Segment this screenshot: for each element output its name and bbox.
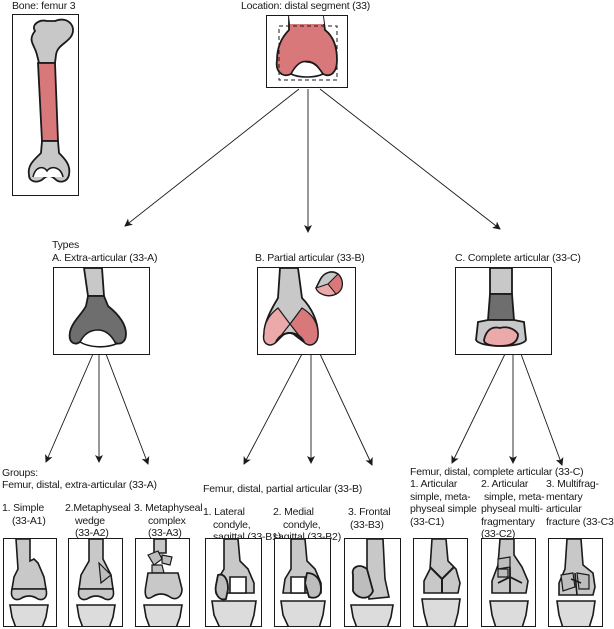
arrow-to-type-c (319, 88, 501, 230)
metaphyseal-wedge-icon (76, 539, 116, 626)
distal-femur-icon (275, 16, 338, 81)
articular-simple-metaphyseal-multifragmentary-icon (489, 539, 529, 626)
type-c-panel[interactable] (455, 267, 552, 355)
type-c-label: C. Complete articular (33-C) (455, 252, 581, 264)
group-b3-label: 3. Frontal (33-B3) (348, 506, 391, 531)
group-a2-label: 2.Metaphyseal wedge (33-A2) (65, 502, 131, 539)
simple-fracture-icon (9, 539, 49, 626)
a3-panel[interactable] (135, 538, 190, 627)
group-c-title: Femur, distal, complete articular (33-C) (410, 466, 584, 478)
b3-panel[interactable] (344, 538, 401, 627)
arrow-to-c1 (451, 353, 506, 464)
multifragmentary-articular-icon (556, 539, 596, 626)
group-b-title: Femur, distal, partial articular (33-B) (203, 483, 363, 495)
group-c2-label: 2. Articular simple, meta- physeal multi… (481, 478, 545, 540)
femur-icon (27, 18, 74, 183)
partial-articular-fracture-icon (262, 268, 344, 346)
femur-panel (12, 14, 79, 196)
arrow-to-type-a (124, 88, 300, 227)
medial-condyle-sagittal-icon (280, 539, 326, 626)
a1-panel[interactable] (3, 538, 57, 627)
arrow-to-c3 (520, 353, 564, 466)
frontal-fracture-icon (350, 539, 394, 626)
groups-heading: Groups: (2, 467, 38, 479)
type-a-panel[interactable] (53, 267, 150, 355)
a2-panel[interactable] (68, 538, 123, 627)
group-c1-label: 1. Articular simple, meta- physeal simpl… (410, 478, 477, 528)
distal-segment-panel (266, 15, 348, 88)
types-heading: Types (52, 239, 80, 251)
group-c3-label: 3. Multifrag- mentary articular fracture… (546, 478, 614, 528)
complete-articular-fracture-icon (475, 268, 527, 347)
location-label: Location: distal segment (33) (241, 0, 371, 12)
arrow-to-a1 (45, 353, 94, 463)
group-a1-label: 1. Simple (33-A1) (2, 502, 46, 527)
bone-label: Bone: femur 3 (12, 0, 76, 12)
c1-panel[interactable] (413, 538, 468, 627)
type-b-label: B. Partial articular (33-B) (255, 252, 365, 264)
b1-panel[interactable] (205, 538, 262, 627)
arrow-to-b1 (243, 353, 303, 465)
arrow-to-b3 (319, 353, 373, 466)
c3-panel[interactable] (548, 538, 603, 627)
group-a3-label: 3. Metaphyseal complex (33-A3) (134, 502, 203, 539)
type-b-panel[interactable] (257, 267, 356, 355)
arrow-to-a3 (105, 353, 150, 465)
group-a-title: Femur, distal, extra-articular (33-A) (2, 479, 157, 491)
metaphyseal-complex-icon (143, 539, 183, 626)
b2-panel[interactable] (274, 538, 331, 627)
lateral-condyle-sagittal-icon (211, 539, 257, 626)
c2-panel[interactable] (481, 538, 536, 627)
type-a-label: A. Extra-articular (33-A) (52, 252, 158, 264)
articular-simple-metaphyseal-simple-icon (421, 539, 461, 626)
extra-articular-fracture-icon (68, 268, 127, 348)
group-b1-label: 1. Lateral condyle, sagittal (33-B1) (203, 506, 281, 543)
